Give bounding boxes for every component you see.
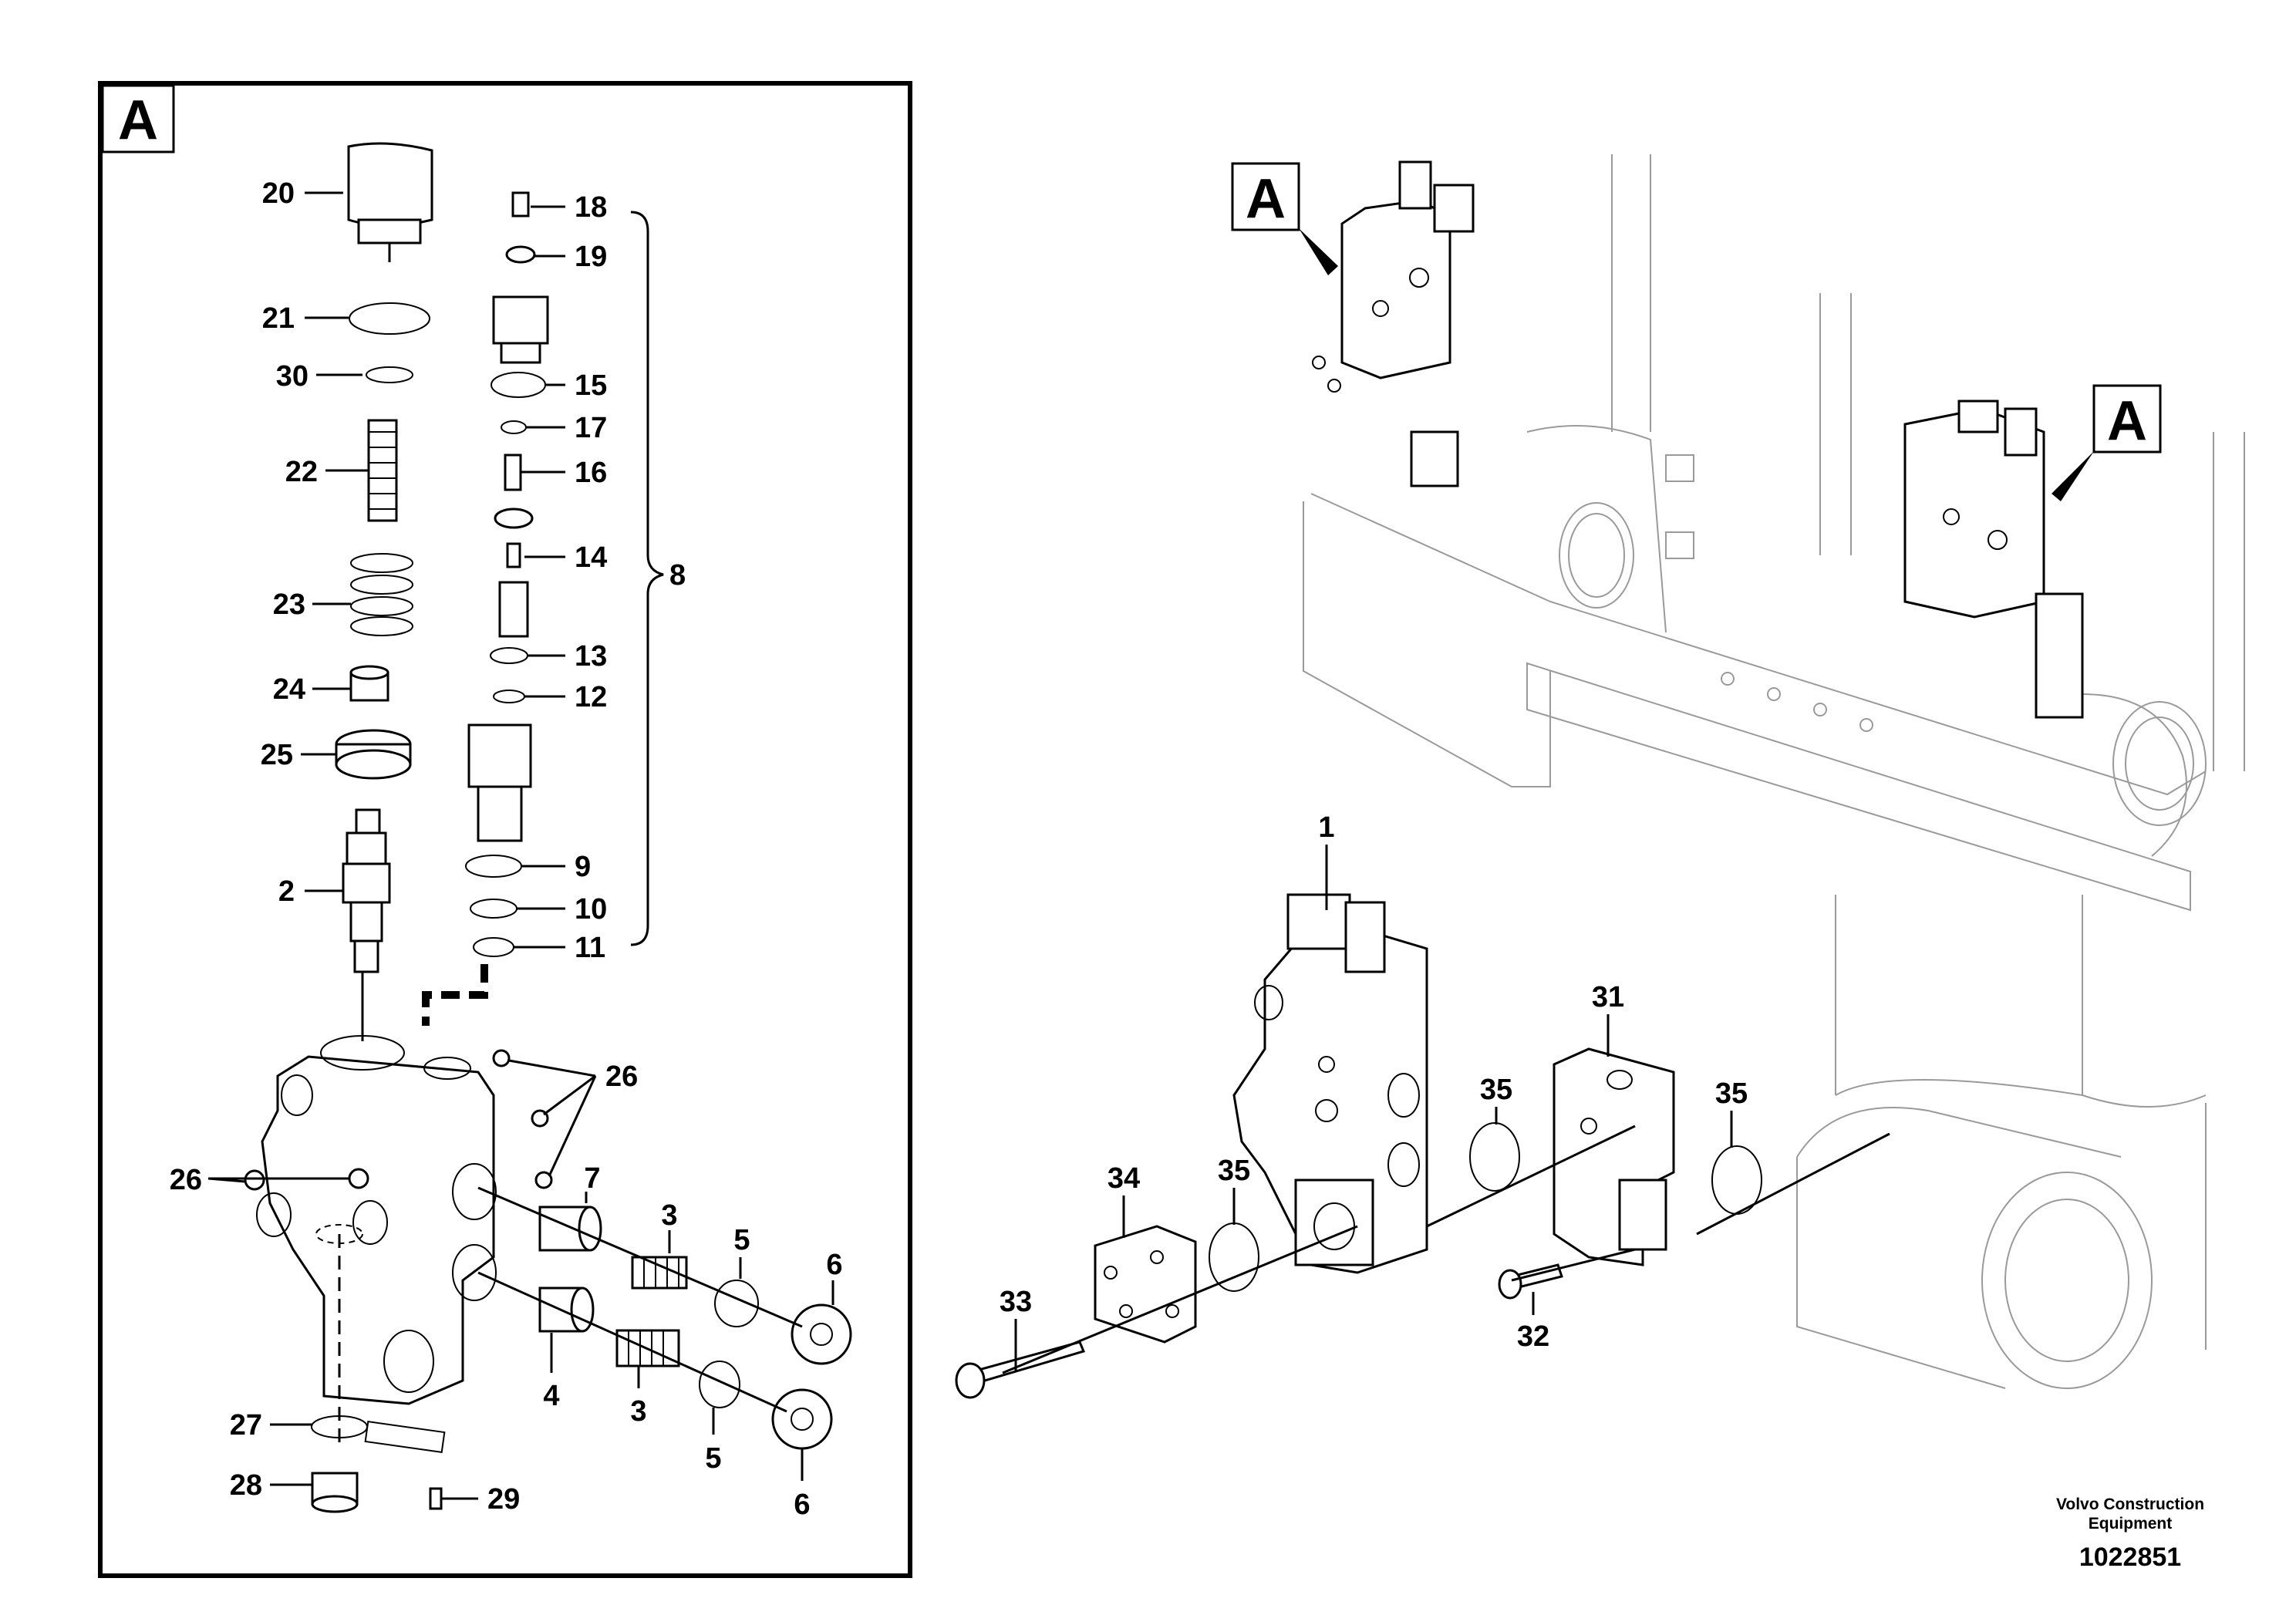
detail-leaders	[207, 191, 834, 1500]
valve-installed-upper	[1312, 160, 1475, 487]
valve-body	[256, 1035, 497, 1450]
callout-5: 5	[705, 1442, 721, 1475]
overview-callouts: 1 31 35 35 35 34 33 32	[1000, 811, 1748, 1353]
company-name-line1: Volvo Construction	[2056, 1496, 2204, 1513]
callout-22: 22	[285, 456, 318, 488]
callout-13: 13	[575, 640, 607, 673]
callout-17: 17	[575, 412, 607, 444]
callout-14: 14	[575, 541, 607, 574]
callout-35: 35	[1218, 1155, 1250, 1187]
company-name-line2: Equipment	[2089, 1515, 2173, 1533]
view-letter-text: A	[2107, 390, 2147, 452]
callout-6: 6	[794, 1489, 810, 1521]
callout-8: 8	[669, 559, 686, 592]
callout-34: 34	[1108, 1162, 1140, 1195]
callout-33: 33	[1000, 1286, 1032, 1318]
valve-assembly-exploded	[1232, 893, 1428, 1274]
group-brace-8	[630, 211, 664, 946]
callout-35: 35	[1480, 1074, 1512, 1106]
callout-26: 26	[605, 1061, 638, 1093]
callout-3: 3	[661, 1199, 677, 1232]
alignment-lines-right	[1002, 1125, 1890, 1374]
callout-23: 23	[273, 588, 305, 621]
callout-20: 20	[262, 177, 295, 210]
footer-block: Volvo Construction Equipment 1022851	[2056, 1496, 2204, 1572]
callout-32: 32	[1517, 1320, 1549, 1353]
callout-4: 4	[543, 1380, 559, 1412]
detail-view-label: A	[101, 84, 175, 153]
drawing-number: 1022851	[2079, 1543, 2181, 1572]
bolt-33	[955, 1340, 1086, 1399]
callout-25: 25	[261, 739, 293, 771]
callout-12: 12	[575, 681, 607, 713]
callout-10: 10	[575, 893, 607, 926]
callout-1: 1	[1318, 811, 1334, 844]
overview-view-label-1: A	[1231, 162, 1338, 275]
callout-5: 5	[733, 1224, 750, 1256]
callout-16: 16	[575, 457, 607, 489]
callout-11: 11	[575, 932, 605, 964]
detail-side-parts	[244, 1049, 852, 1513]
callout-7: 7	[584, 1162, 600, 1195]
detail-left-column-parts	[335, 142, 433, 1041]
detail-frame	[98, 81, 912, 1578]
callout-28: 28	[230, 1469, 262, 1502]
callout-35: 35	[1715, 1077, 1748, 1110]
machine-frame-illustration	[1303, 154, 2245, 1389]
overview-view-label-2: A	[2052, 384, 2162, 501]
callout-3: 3	[630, 1395, 646, 1428]
callout-19: 19	[575, 241, 607, 273]
adapter-block	[1553, 1047, 1675, 1266]
detail-cartridge-parts	[422, 191, 549, 1026]
callout-15: 15	[575, 369, 607, 402]
callout-21: 21	[262, 302, 295, 335]
callout-24: 24	[273, 673, 305, 706]
callout-6: 6	[826, 1249, 842, 1281]
callout-9: 9	[575, 851, 591, 883]
view-letter-text: A	[118, 89, 158, 151]
valve-installed-lower	[1903, 400, 2084, 719]
callout-18: 18	[575, 191, 607, 224]
detail-callouts: 20 21 30 22 23 24 25 2 18 19 15 17 16 14…	[170, 177, 843, 1521]
callout-27: 27	[230, 1409, 262, 1442]
callout-30: 30	[276, 360, 308, 393]
callout-31: 31	[1592, 981, 1624, 1013]
callout-29: 29	[487, 1483, 520, 1516]
callout-26: 26	[170, 1164, 202, 1196]
callout-2: 2	[278, 875, 295, 908]
view-letter-text: A	[1246, 168, 1286, 230]
overview-leaders	[1014, 845, 1733, 1371]
cover-plate	[1094, 1225, 1197, 1344]
